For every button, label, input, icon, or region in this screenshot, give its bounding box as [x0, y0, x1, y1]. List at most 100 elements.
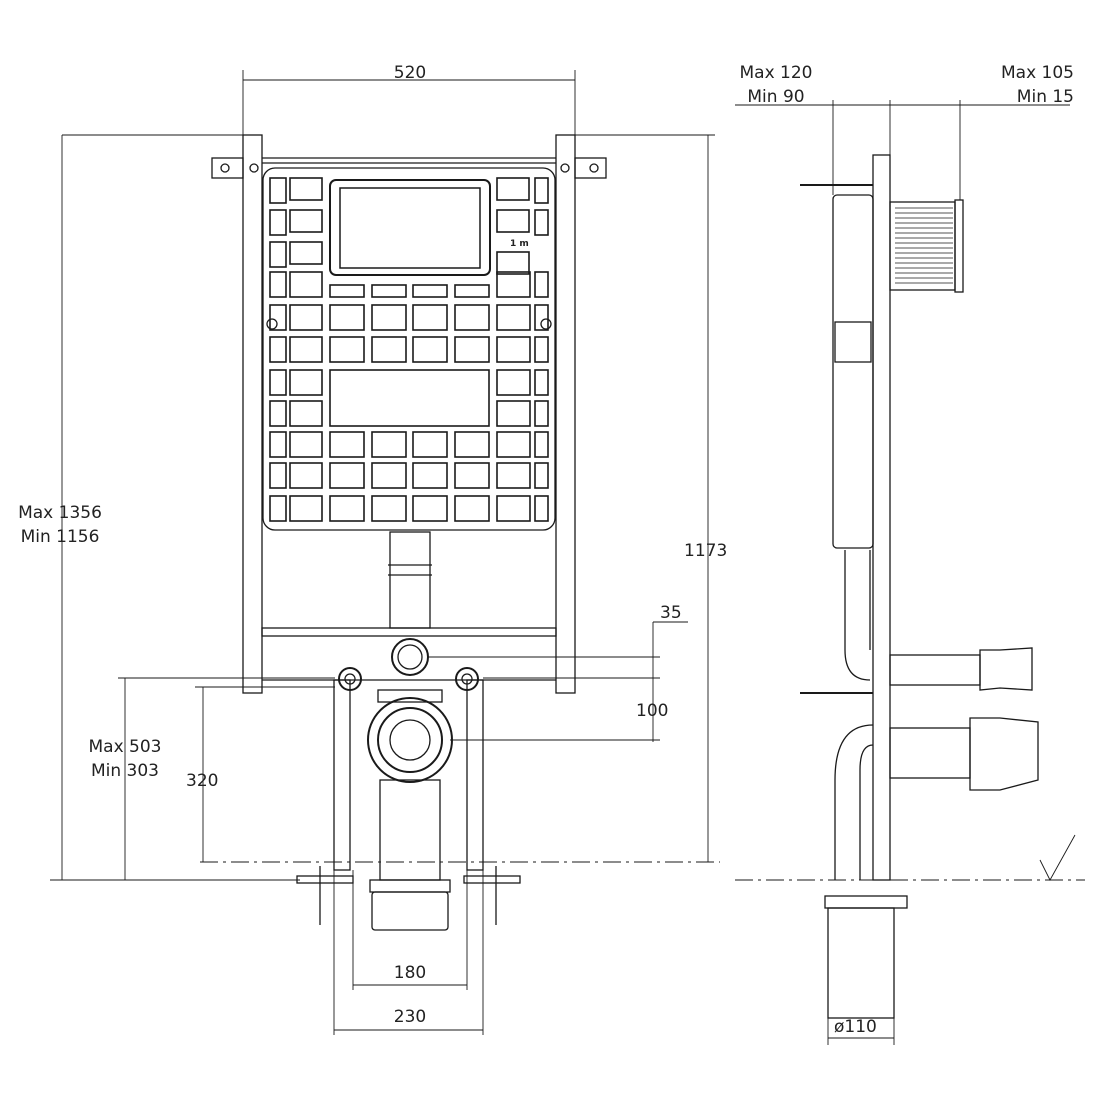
- panel-cell: [496, 431, 531, 458]
- panel-cell: [269, 336, 287, 363]
- panel-cell: [534, 369, 549, 396]
- panel-cell: [329, 431, 365, 458]
- panel-cell: [496, 304, 531, 331]
- waste-outlet: [367, 697, 453, 783]
- panel-cell: [269, 462, 287, 489]
- panel-cell: [289, 400, 323, 427]
- panel-cell: [496, 462, 531, 489]
- panel-cell: [289, 209, 323, 233]
- panel-cell: [289, 431, 323, 458]
- panel-cell: [329, 304, 365, 331]
- panel-cell: [269, 177, 287, 204]
- panel-cell: [496, 495, 531, 522]
- panel-cell: [496, 209, 530, 233]
- panel-cell: [289, 241, 323, 265]
- panel-cell: [289, 271, 323, 298]
- panel-cell: [534, 495, 549, 522]
- dim-width-520: 520: [393, 63, 427, 83]
- dim-outlet-320: 320: [186, 771, 219, 791]
- flush-pipe: [389, 531, 431, 629]
- service-hatch: [329, 179, 491, 276]
- panel-cell: [496, 400, 531, 427]
- left-upright: [242, 134, 263, 694]
- panel-cell: [371, 304, 407, 331]
- panel-cell: [412, 336, 448, 363]
- panel-cell: [269, 431, 287, 458]
- panel-cell: [454, 495, 490, 522]
- panel-cell: [289, 495, 323, 522]
- panel-cell: [371, 284, 407, 298]
- panel-cell: [454, 304, 490, 331]
- dim-front-max: Max 105: [1001, 63, 1074, 83]
- panel-cell: [496, 271, 531, 298]
- waste-connection: [889, 727, 971, 779]
- panel-marker-1m: 1 m: [510, 239, 529, 249]
- waste-pipe: [379, 779, 441, 881]
- panel-cell: [371, 336, 407, 363]
- panel-grid: [269, 177, 549, 522]
- panel-cell: [329, 284, 365, 298]
- dim-pipe-diameter: ø110: [834, 1017, 877, 1037]
- dim-outlet-max: Max 503: [88, 737, 162, 757]
- panel-cell: [371, 495, 407, 522]
- right-upright: [555, 134, 576, 694]
- left-wall-bracket: [211, 157, 244, 179]
- panel-cell: [269, 271, 287, 298]
- panel-cell: [412, 431, 448, 458]
- right-wall-bracket: [574, 157, 607, 179]
- panel-cell: [289, 462, 323, 489]
- panel-cell: [269, 495, 287, 522]
- waste-pipe-side: [827, 907, 895, 1019]
- panel-cell: [289, 177, 323, 201]
- dim-height-min: Min 1156: [20, 527, 100, 547]
- panel-cell: [412, 284, 448, 298]
- panel-cell: [289, 336, 323, 363]
- panel-cell: [496, 369, 531, 396]
- panel-cell: [269, 209, 287, 236]
- cistern-panel: [262, 167, 556, 531]
- panel-cell: [269, 241, 287, 268]
- panel-cell: [412, 304, 448, 331]
- dim-depth-min: Min 90: [747, 87, 805, 107]
- panel-cell: [534, 400, 549, 427]
- cistern-side: [832, 194, 874, 549]
- side-view: [735, 100, 1085, 1045]
- panel-cell: [534, 209, 549, 236]
- panel-cell: [289, 304, 323, 331]
- front-view: [50, 70, 720, 1035]
- panel-cell: [496, 336, 531, 363]
- frame-plate: [872, 154, 891, 881]
- panel-cell: [454, 336, 490, 363]
- water-connection: [889, 654, 981, 686]
- panel-cell: [371, 431, 407, 458]
- panel-cell: [329, 336, 365, 363]
- panel-cell: [454, 431, 490, 458]
- dim-offset-35: 35: [660, 603, 682, 623]
- panel-cell: [454, 462, 490, 489]
- panel-cell: [496, 177, 530, 201]
- dim-width-180: 180: [393, 963, 427, 983]
- panel-cell: [289, 369, 323, 396]
- panel-cell: [534, 431, 549, 458]
- panel-cell: [534, 304, 549, 331]
- panel-cell: [454, 284, 490, 298]
- panel-cell: [269, 400, 287, 427]
- flush-plate-sleeve: [889, 201, 956, 291]
- dim-height-1173: 1173: [684, 541, 728, 561]
- panel-cell: [534, 336, 549, 363]
- panel-cell: [534, 271, 549, 298]
- panel-cell: [269, 369, 287, 396]
- panel-cell: [329, 462, 365, 489]
- dim-height-max: Max 1356: [18, 503, 102, 523]
- panel-cell: [496, 251, 530, 275]
- panel-cell: [269, 304, 287, 331]
- panel-cell: [534, 177, 549, 204]
- dim-outlet-min: Min 303: [90, 761, 160, 781]
- panel-cell: [534, 462, 549, 489]
- panel-cell: [371, 462, 407, 489]
- panel-cell: [329, 369, 490, 427]
- panel-cell: [329, 495, 365, 522]
- dim-depth-max: Max 120: [739, 63, 813, 83]
- panel-cell: [412, 462, 448, 489]
